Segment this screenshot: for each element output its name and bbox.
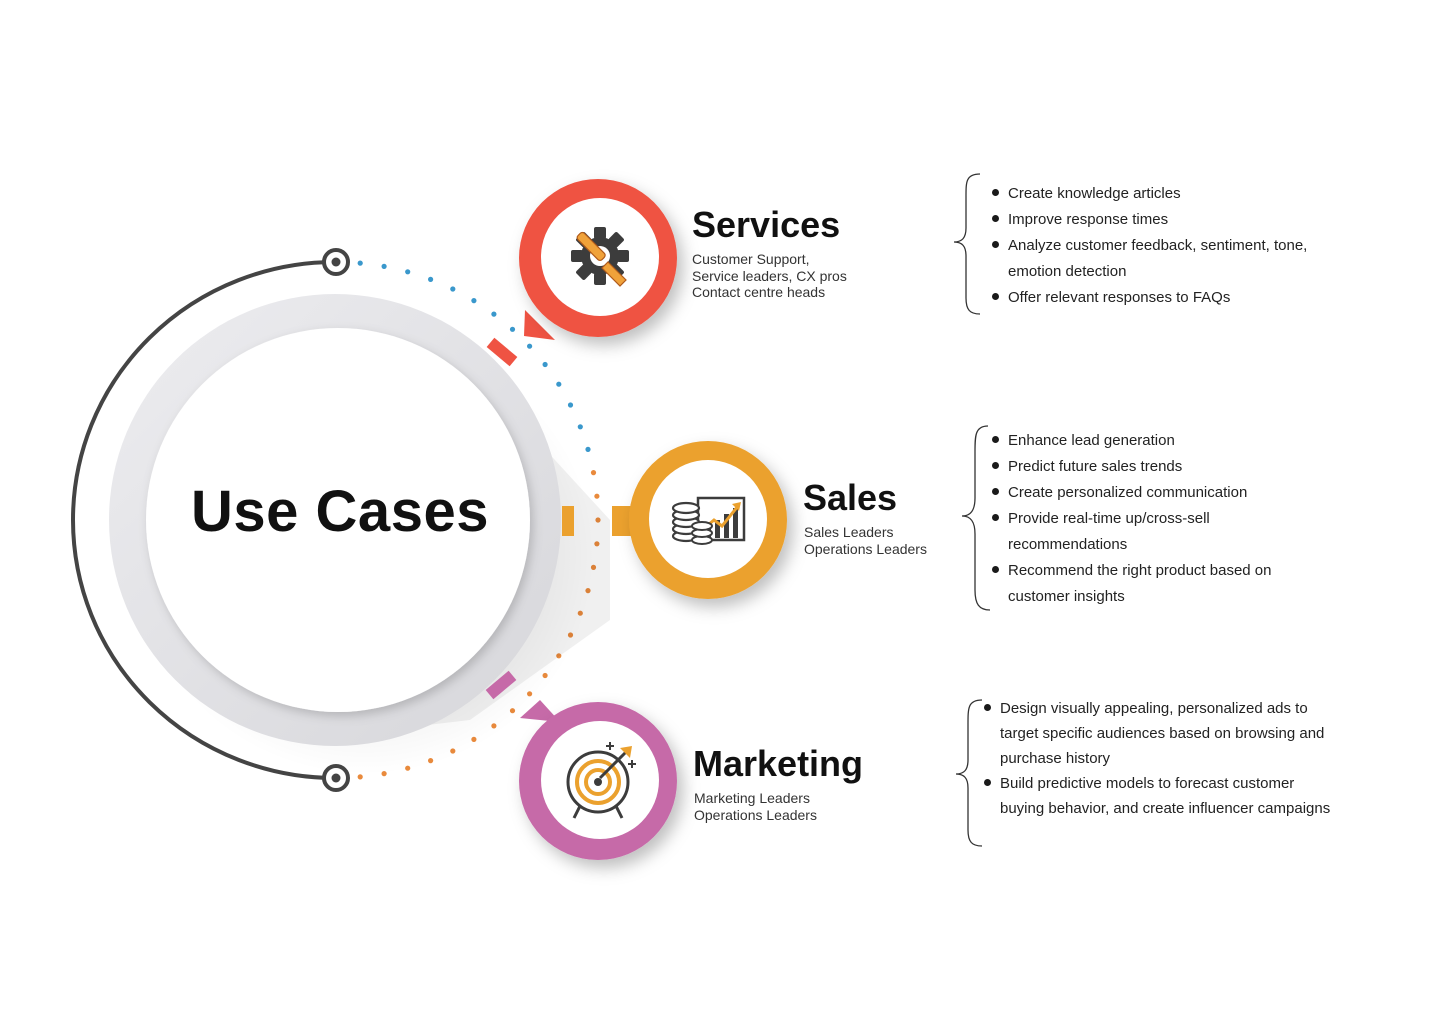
services-bullet-list: Create knowledge articles Improve respon… — [990, 181, 1338, 311]
sales-audience-line: Operations Leaders — [804, 540, 927, 557]
target-arrow-icon — [566, 742, 636, 819]
services-audience-line: Customer Support, — [692, 251, 810, 267]
connector-dot — [567, 402, 574, 408]
connector-dot — [527, 343, 533, 349]
services-audience-line: Service leaders, CX pros — [692, 267, 847, 284]
sales-bullet: Enhance lead generation — [990, 428, 1328, 454]
gear-wrench-icon — [571, 227, 629, 287]
sales-bullet-list: Enhance lead generation Predict future s… — [990, 428, 1328, 610]
coins-chart-icon — [671, 496, 746, 545]
gear-tooth — [594, 227, 606, 239]
marketing-bullet-list: Design visually appealing, personalized … — [982, 696, 1340, 821]
marketing-bullet: Design visually appealing, personalized … — [982, 696, 1340, 771]
services-audience: Customer Support, Service leaders, CX pr… — [692, 251, 847, 301]
connector-dot — [595, 517, 601, 523]
gear-tooth — [594, 273, 606, 285]
central-white-circle — [146, 328, 530, 712]
sales-audience: Sales Leaders Operations Leaders — [804, 524, 927, 557]
connector-dot — [585, 446, 591, 452]
marketing-bullet: Build predictive models to forecast cust… — [982, 771, 1340, 821]
marketing-audience: Marketing Leaders Operations Leaders — [694, 790, 817, 823]
connector-dot — [542, 361, 548, 368]
ring-endpoint-top — [322, 248, 350, 276]
connector-dot — [491, 311, 497, 317]
connector-dot — [450, 286, 456, 292]
services-bullet: Improve response times — [990, 207, 1338, 233]
sales-bullet: Provide real-time up/cross-sell recommen… — [990, 506, 1328, 558]
connector-dot — [357, 260, 363, 266]
sales-connector-tab — [562, 506, 574, 536]
coin — [691, 521, 713, 531]
marketing-audience-line: Operations Leaders — [694, 806, 817, 823]
gear-tooth — [617, 250, 629, 262]
connector-dot — [509, 326, 516, 332]
connector-dot — [357, 774, 363, 780]
outer-ring-arc — [71, 260, 336, 780]
connector-dot — [556, 381, 562, 387]
marketing-bullets-brace — [955, 699, 983, 847]
connector-dot — [405, 269, 411, 275]
connector-dot — [577, 424, 583, 430]
main-title: Use Cases — [191, 479, 489, 544]
services-bullet: Analyze customer feedback, sentiment, to… — [990, 233, 1338, 285]
services-title: Services — [692, 204, 841, 245]
connector-dot — [428, 276, 434, 282]
coin — [671, 501, 701, 515]
marketing-title: Marketing — [693, 743, 864, 784]
services-audience-line: Contact centre heads — [692, 284, 826, 300]
connector-dot — [381, 263, 387, 269]
sales-bullets-brace — [961, 425, 991, 611]
connector-dot — [590, 470, 597, 476]
services-bullets-brace — [953, 173, 981, 315]
marketing-connector-tab — [485, 670, 517, 700]
gear-tooth — [571, 250, 583, 262]
sales-badge — [612, 441, 787, 599]
sales-title: Sales — [803, 477, 898, 518]
services-bullet: Offer relevant responses to FAQs — [990, 285, 1338, 311]
sales-bullet: Create personalized communication — [990, 480, 1328, 506]
sales-audience-line: Sales Leaders — [804, 524, 894, 540]
services-connector-tab — [486, 337, 518, 367]
services-bullet: Create knowledge articles — [990, 181, 1338, 207]
marketing-audience-line: Marketing Leaders — [694, 790, 810, 806]
connector-dot — [594, 541, 600, 547]
connector-dot — [471, 298, 477, 304]
sales-bullet: Predict future sales trends — [990, 454, 1328, 480]
connector-dot — [594, 493, 600, 499]
sales-bullet: Recommend the right product based on cus… — [990, 558, 1328, 610]
